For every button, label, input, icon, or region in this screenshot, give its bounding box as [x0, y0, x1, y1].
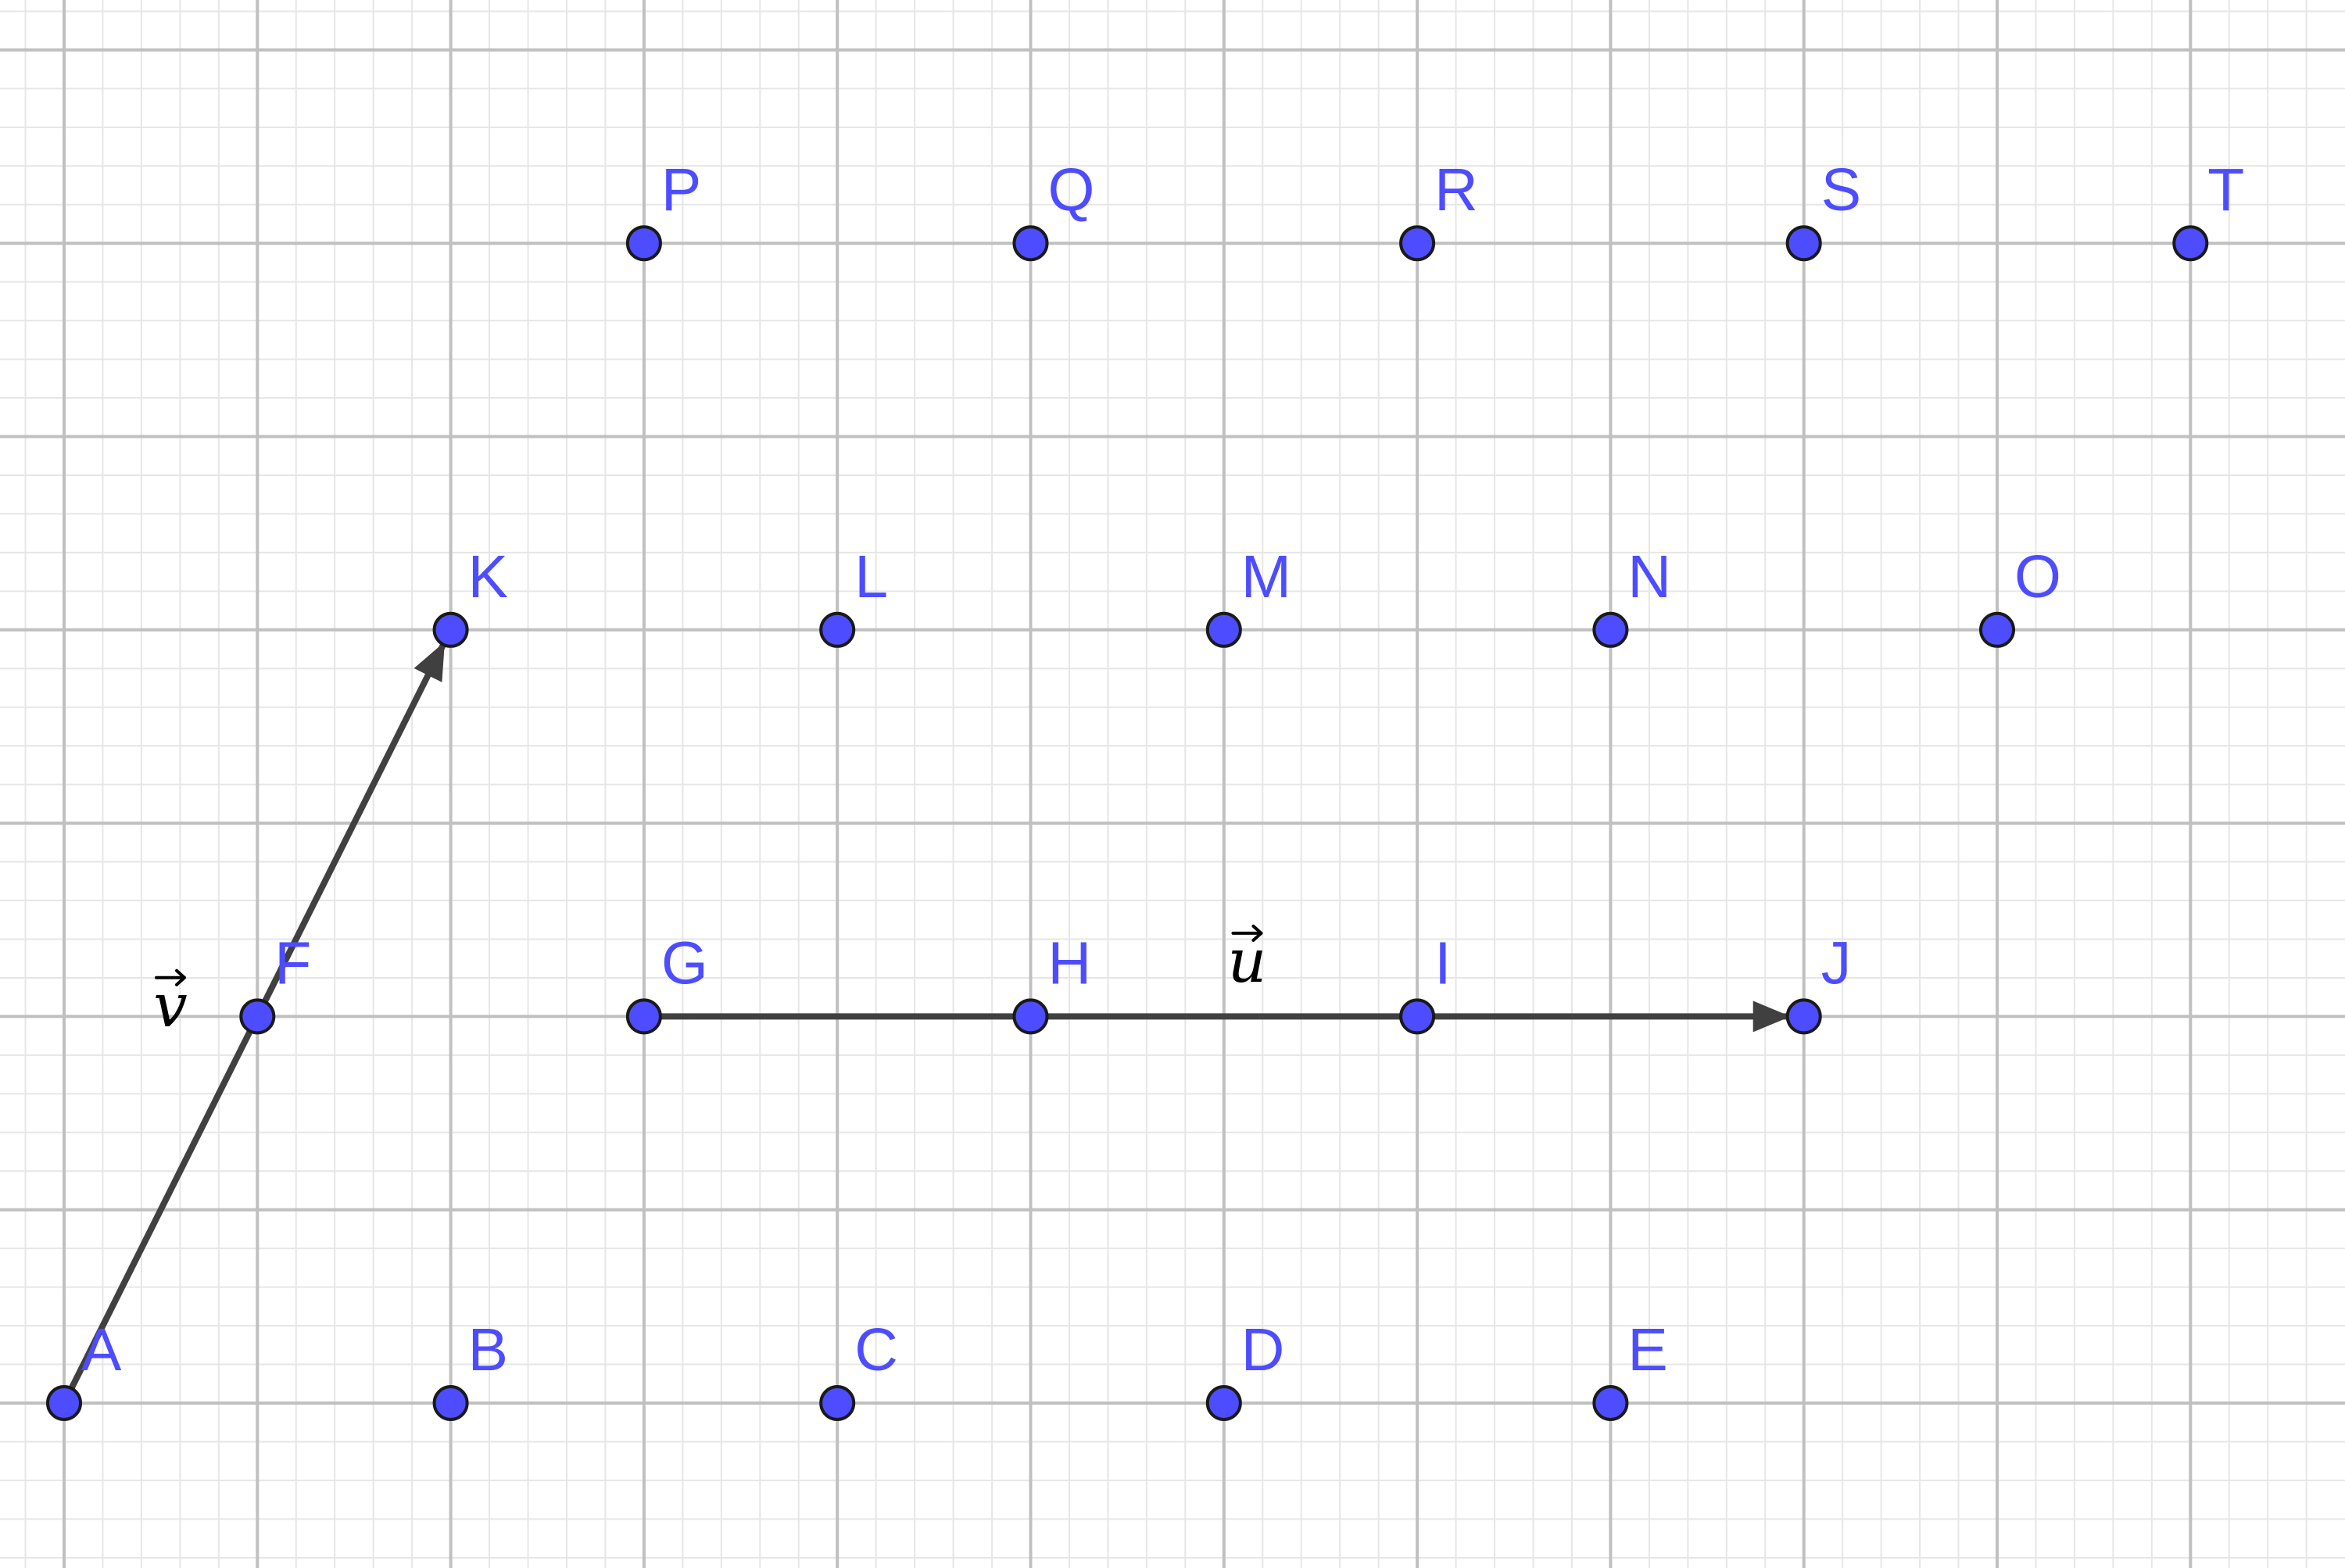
point-label-S: S: [1821, 156, 1861, 224]
point-label-B: B: [468, 1316, 508, 1384]
point-label-C: C: [854, 1316, 898, 1384]
point-label-I: I: [1434, 929, 1451, 997]
point-label-E: E: [1627, 1316, 1667, 1384]
points-layer: [46, 225, 2209, 1421]
point-R[interactable]: [1399, 225, 1436, 262]
point-label-O: O: [2014, 543, 2061, 610]
point-B[interactable]: [432, 1385, 469, 1421]
point-label-G: G: [661, 929, 708, 997]
point-label-Q: Q: [1048, 156, 1095, 224]
point-label-N: N: [1627, 543, 1671, 610]
point-Q[interactable]: [1012, 225, 1049, 262]
vector-label-v: v: [153, 972, 188, 1041]
point-T[interactable]: [2172, 225, 2209, 262]
point-label-F: F: [274, 929, 311, 997]
point-H[interactable]: [1012, 998, 1049, 1035]
point-label-H: H: [1048, 929, 1092, 997]
point-S[interactable]: [1785, 225, 1822, 262]
point-label-J: J: [1821, 929, 1852, 997]
point-label-R: R: [1434, 156, 1478, 224]
point-label-M: M: [1241, 543, 1291, 610]
point-K[interactable]: [432, 611, 469, 648]
labels-layer: u vA B C D E F G H I J K L M N O P Q R S T: [81, 156, 2244, 1384]
point-M[interactable]: [1205, 611, 1242, 648]
point-D[interactable]: [1205, 1385, 1242, 1421]
vector-accent-arrow: [1231, 924, 1263, 942]
point-I[interactable]: [1399, 998, 1436, 1035]
point-P[interactable]: [625, 225, 662, 262]
point-label-A: A: [81, 1316, 122, 1384]
point-label-K: K: [468, 543, 508, 610]
vector-label-u: u: [1228, 927, 1267, 997]
point-J[interactable]: [1785, 998, 1822, 1035]
point-label-D: D: [1241, 1316, 1285, 1384]
point-E[interactable]: [1592, 1385, 1629, 1421]
point-F[interactable]: [239, 998, 276, 1035]
point-label-T: T: [2207, 156, 2244, 224]
point-N[interactable]: [1592, 611, 1629, 648]
vector-accent-arrow: [155, 968, 187, 986]
point-C[interactable]: [819, 1385, 856, 1421]
point-L[interactable]: [819, 611, 856, 648]
point-A[interactable]: [46, 1385, 82, 1421]
point-label-P: P: [661, 156, 701, 224]
point-G[interactable]: [625, 998, 662, 1035]
point-O[interactable]: [1979, 611, 2015, 648]
point-label-L: L: [854, 543, 888, 610]
